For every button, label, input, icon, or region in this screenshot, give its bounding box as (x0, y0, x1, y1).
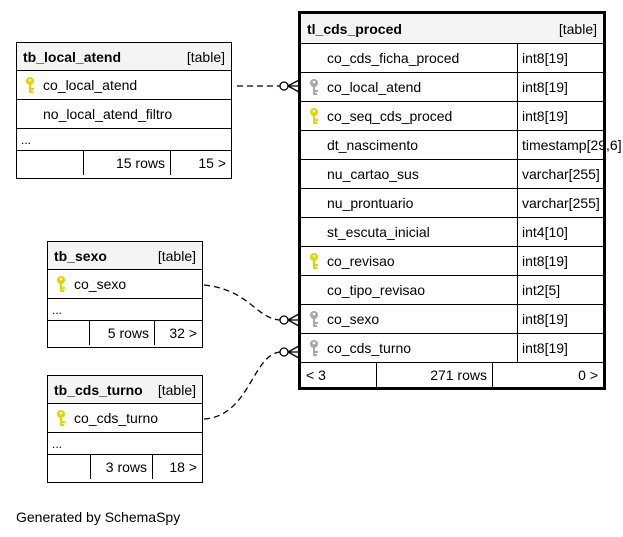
generator-credit: Generated by SchemaSpy (16, 509, 181, 525)
foreign-key-icon (310, 79, 318, 95)
more-columns-ellipsis: ... (48, 299, 202, 321)
edge-marker-circle (279, 347, 289, 357)
table-name: tl_cds_proced (307, 20, 402, 37)
parents-count[interactable] (17, 151, 83, 175)
column-row[interactable]: co_tipo_revisao int2[5] (301, 276, 603, 305)
table-footer: < 3 271 rows 0 > (301, 363, 603, 387)
column-name: co_seq_cds_proced (327, 108, 453, 124)
column-type: int8[19] (517, 334, 603, 362)
column-row[interactable]: co_local_atend int8[19] (301, 73, 603, 102)
column-row[interactable]: co_seq_cds_proced int8[19] (301, 102, 603, 131)
table-footer: 15 rows 15 > (17, 151, 231, 175)
crowfoot-marker (287, 313, 300, 327)
table-tl-cds-proced[interactable]: tl_cds_proced [table] co_cds_ficha_proce… (298, 11, 622, 390)
primary-key-icon (310, 253, 318, 269)
column-name: st_escuta_inicial (327, 224, 430, 240)
row-count: 3 rows (90, 455, 152, 479)
column-name: co_revisao (327, 253, 395, 269)
column-name: nu_prontuario (327, 195, 414, 211)
column-name: nu_cartao_sus (327, 166, 419, 182)
column-type: int8[19] (517, 305, 603, 333)
column-row[interactable]: st_escuta_inicial int4[10] (301, 218, 603, 247)
table-tb-local-atend[interactable]: tb_local_atend [table] co_local_atend no… (16, 42, 232, 179)
column-type: int2[5] (517, 276, 603, 304)
column-row[interactable]: co_sexo int8[19] (301, 305, 603, 334)
column-name: co_cds_turno (327, 340, 412, 356)
more-columns-ellipsis: ... (48, 433, 202, 455)
table-header: tb_sexo [table] (48, 242, 202, 270)
edge-marker-circle (279, 81, 289, 91)
row-count: 271 rows (376, 363, 492, 387)
primary-key-icon (26, 77, 34, 93)
crowfoot-marker (287, 345, 300, 359)
table-tb-cds-turno[interactable]: tb_cds_turno [table] co_cds_turno ... 3 … (47, 375, 203, 483)
column-type: int8[19] (517, 247, 603, 275)
column-name: co_local_atend (43, 77, 138, 93)
column-name: co_cds_ficha_proced (327, 50, 460, 66)
table-tb-sexo[interactable]: tb_sexo [table] co_sexo ... 5 rows 32 > (47, 241, 203, 348)
more-columns-ellipsis: ... (17, 129, 231, 151)
column-row[interactable]: dt_nascimento timestamp[29,6] (301, 131, 622, 160)
column-type: int8[19] (517, 102, 603, 130)
column-row[interactable]: no_local_atend_filtro (17, 100, 231, 129)
table-name: tb_local_atend (23, 48, 122, 65)
table-name: tb_cds_turno (54, 381, 143, 398)
edge-cds-turno (203, 351, 281, 420)
parents-count[interactable]: < 3 (306, 367, 326, 383)
column-row[interactable]: co_cds_ficha_proced int8[19] (301, 44, 603, 73)
column-name: co_cds_turno (74, 410, 159, 426)
foreign-key-icon (310, 311, 318, 327)
edge-sexo (203, 284, 281, 321)
column-name: co_local_atend (327, 79, 422, 95)
column-type: varchar[255] (517, 189, 603, 217)
edge-marker-circle (279, 315, 289, 325)
children-count[interactable]: 18 > (152, 455, 202, 479)
primary-key-icon (310, 108, 318, 124)
row-count: 15 rows (83, 151, 170, 175)
table-header: tb_local_atend [table] (17, 43, 231, 71)
table-type: [table] (186, 48, 225, 65)
children-count[interactable]: 0 > (492, 363, 603, 387)
column-type: timestamp[29,6] (517, 131, 622, 159)
primary-key-icon (57, 276, 65, 292)
column-type: int8[19] (517, 44, 603, 72)
table-header: tl_cds_proced [table] (301, 14, 603, 44)
column-row[interactable]: co_local_atend (17, 71, 231, 100)
table-footer: 5 rows 32 > (48, 321, 202, 345)
children-count[interactable]: 32 > (154, 321, 202, 345)
table-type: [table] (157, 247, 196, 264)
table-type: [table] (157, 381, 196, 398)
parents-count[interactable] (48, 321, 89, 345)
foreign-key-icon (310, 340, 318, 356)
parents-count[interactable] (48, 455, 90, 479)
column-type: int8[19] (517, 73, 603, 101)
column-name: no_local_atend_filtro (43, 106, 173, 122)
column-row[interactable]: co_cds_turno (48, 404, 202, 433)
column-row[interactable]: nu_cartao_sus varchar[255] (301, 160, 603, 189)
table-header: tb_cds_turno [table] (48, 376, 202, 404)
column-row[interactable]: co_revisao int8[19] (301, 247, 603, 276)
column-type: varchar[255] (517, 160, 603, 188)
column-type: int4[10] (517, 218, 603, 246)
column-row[interactable]: co_cds_turno int8[19] (301, 334, 603, 363)
children-count[interactable]: 15 > (170, 151, 231, 175)
table-type: [table] (558, 20, 597, 37)
crowfoot-marker (287, 79, 300, 93)
row-count: 5 rows (89, 321, 154, 345)
column-name: co_tipo_revisao (327, 282, 426, 298)
column-row[interactable]: nu_prontuario varchar[255] (301, 189, 603, 218)
primary-key-icon (57, 410, 65, 426)
column-name: dt_nascimento (327, 137, 419, 153)
table-footer: 3 rows 18 > (48, 455, 202, 479)
column-row[interactable]: co_sexo (48, 270, 202, 299)
column-name: co_sexo (74, 276, 127, 292)
column-name: co_sexo (327, 311, 380, 327)
table-name: tb_sexo (54, 247, 107, 264)
